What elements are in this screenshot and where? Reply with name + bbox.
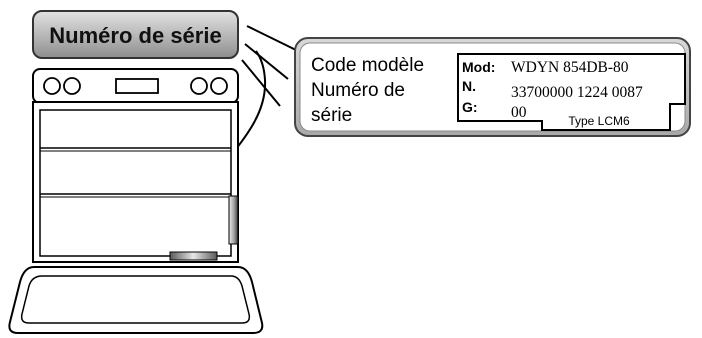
plate-value-g: 00 bbox=[511, 104, 527, 121]
callout-line-serial-1: Numéro de bbox=[311, 80, 405, 101]
plate-key-serial: N. bbox=[462, 78, 476, 94]
appliance-body bbox=[32, 101, 239, 263]
serial-number-badge: Numéro de série bbox=[32, 10, 239, 59]
plate-key-g: G: bbox=[462, 99, 478, 115]
control-knob-left-1 bbox=[43, 77, 61, 95]
door-inner-panel bbox=[20, 275, 251, 324]
control-knob-right-1 bbox=[190, 77, 208, 95]
rating-plate bbox=[457, 53, 686, 131]
callout-panel: Code modèle Numéro de série Mod: WDYN 85… bbox=[294, 37, 691, 137]
control-knob-right-2 bbox=[210, 77, 228, 95]
callout-line-model-code: Code modèle bbox=[311, 55, 424, 76]
badge-pointer-line-3 bbox=[241, 59, 281, 107]
badge-pointer-line-2 bbox=[244, 43, 289, 80]
serial-plate-location bbox=[169, 251, 218, 261]
open-door bbox=[8, 266, 264, 334]
plate-value-serial: 33700000 1224 0087 bbox=[511, 84, 643, 101]
washer-dryer bbox=[8, 68, 264, 334]
badge-label: Numéro de série bbox=[49, 23, 221, 48]
display-window bbox=[115, 78, 159, 94]
door-hinge bbox=[228, 195, 239, 245]
callout-line-serial-2: série bbox=[311, 105, 352, 126]
plate-type-label: Type LCM6 bbox=[568, 114, 630, 128]
badge-pointer-line-1 bbox=[246, 25, 299, 52]
plate-key-model: Mod: bbox=[462, 59, 495, 75]
control-knob-left-2 bbox=[63, 77, 81, 95]
door-frame bbox=[39, 109, 232, 257]
plate-value-model: WDYN 854DB-80 bbox=[511, 59, 629, 76]
